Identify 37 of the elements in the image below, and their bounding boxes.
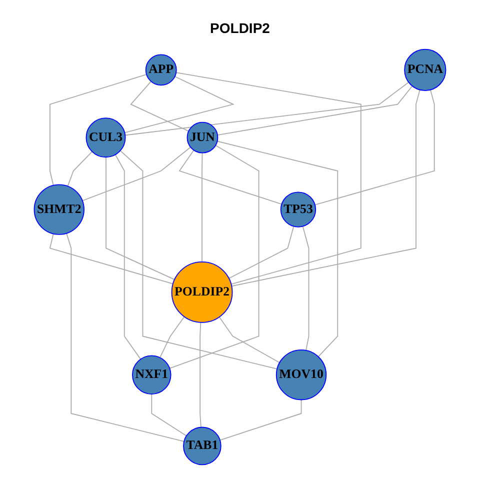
connector — [160, 316, 185, 358]
connector — [82, 146, 192, 202]
connector — [218, 316, 280, 364]
connector — [120, 150, 278, 370]
connector — [169, 144, 260, 369]
connector — [151, 394, 187, 436]
connector — [66, 232, 185, 442]
node-circle: TAB1 — [183, 426, 222, 466]
connector — [314, 89, 435, 206]
connector — [217, 86, 413, 136]
connector — [67, 151, 93, 187]
connector — [231, 89, 420, 287]
connector — [49, 233, 174, 284]
connector — [178, 150, 282, 205]
node-circle: CUL3 — [86, 118, 126, 158]
connector — [176, 72, 362, 285]
node-circle: POLDIP2 — [171, 262, 233, 323]
node-circle: TP53 — [280, 192, 316, 228]
connector — [200, 322, 202, 428]
connector — [124, 76, 234, 134]
node-circle: MOV10 — [276, 350, 327, 400]
connector — [228, 226, 294, 279]
connector — [124, 82, 410, 136]
connector — [220, 399, 302, 441]
node-circle: JUN — [186, 122, 218, 154]
connector — [302, 226, 310, 351]
node-circle: SHMT2 — [34, 184, 84, 235]
connector — [114, 154, 142, 360]
connector — [216, 140, 338, 358]
connector — [130, 80, 190, 132]
node-circle: PCNA — [404, 48, 446, 91]
node-circle: NXF1 — [132, 355, 172, 394]
connector — [105, 156, 175, 280]
title: POLDIP2 — [210, 20, 270, 36]
node-circle: APP — [145, 54, 177, 86]
connector — [50, 74, 147, 186]
connector — [202, 152, 203, 262]
